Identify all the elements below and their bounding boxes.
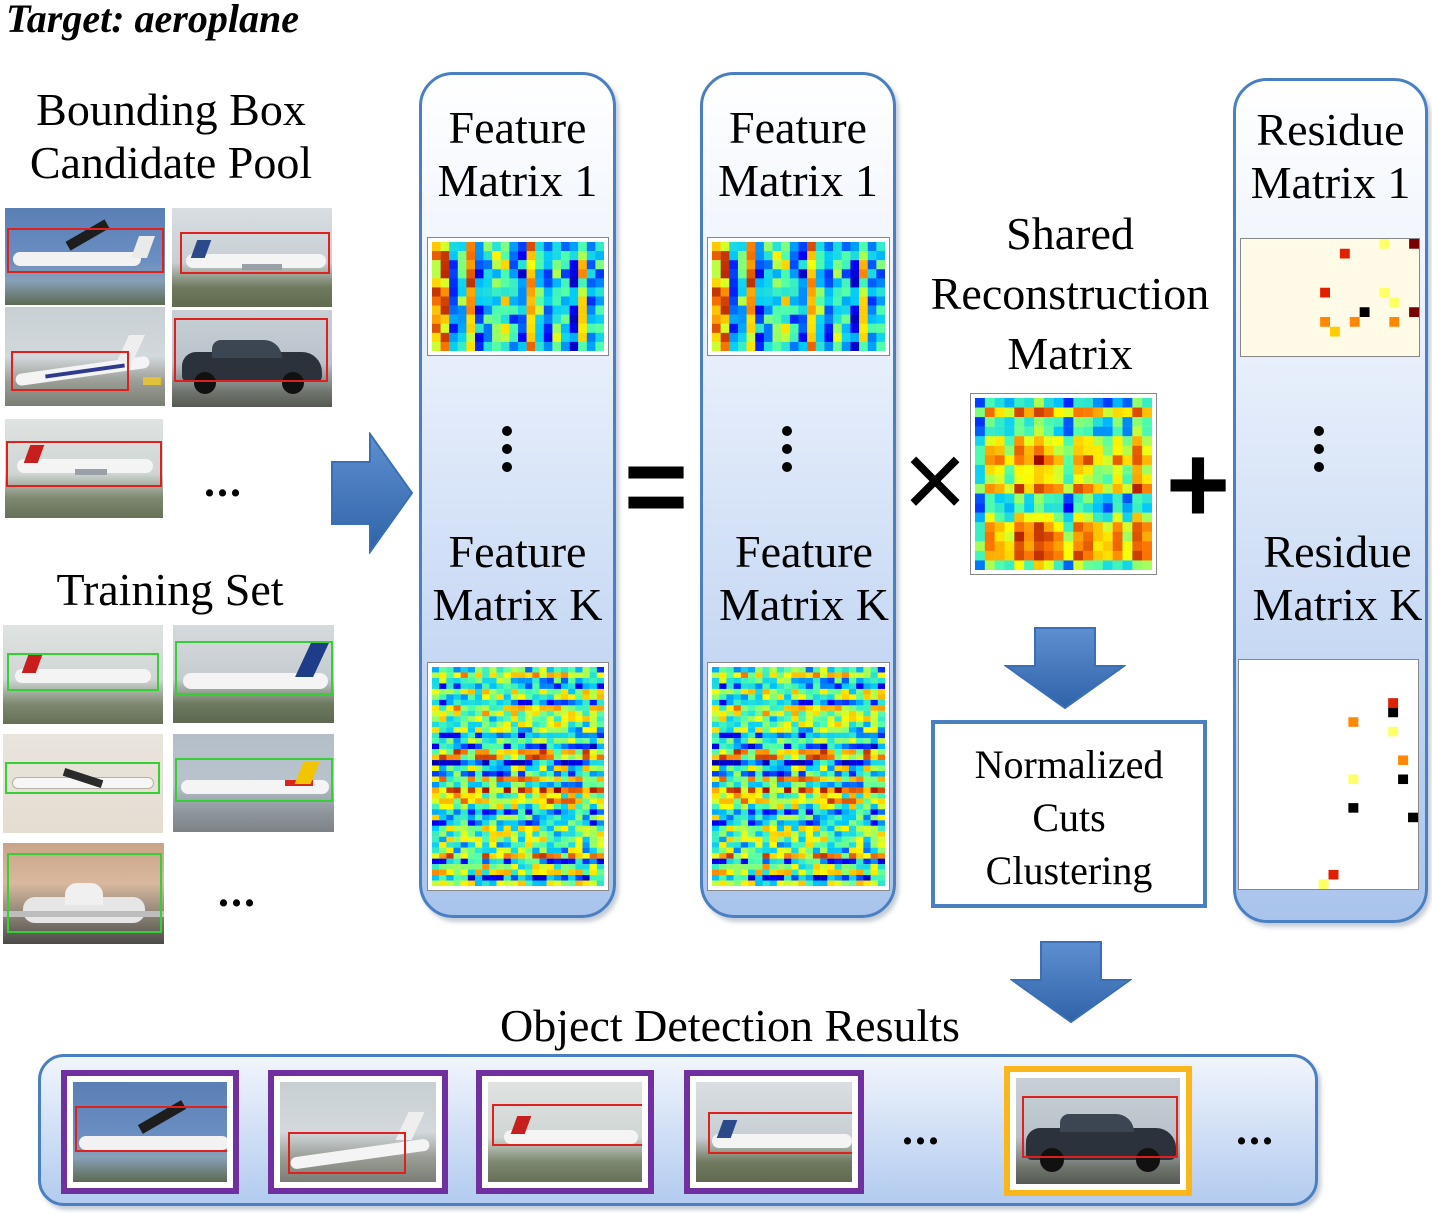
panel-right-top-line2: Matrix 1: [718, 154, 878, 206]
result-item-5-incorrect: [1004, 1066, 1192, 1196]
vertical-ellipsis-icon: [500, 426, 514, 480]
result-item-1: [61, 1070, 239, 1194]
result-image-2: [280, 1082, 436, 1182]
residue-bottom-line1: Residue: [1263, 526, 1412, 577]
residue-bottom-label: Residue Matrix K: [1240, 526, 1432, 632]
arrow-down-icon: [1004, 627, 1126, 710]
residue-top-label: Residue Matrix 1: [1233, 104, 1428, 210]
panel-left-bottom-line1: Feature: [448, 526, 587, 577]
shared-reconstruction-heatmap: [970, 393, 1157, 575]
feature-matrix-k-heatmap: [427, 662, 609, 891]
result-item-4: [684, 1070, 864, 1194]
result-image-1: [73, 1082, 227, 1182]
ncut-line1: Normalized: [974, 742, 1164, 787]
candidate-image-2: [172, 208, 332, 307]
panel-left-top-line2: Matrix 1: [437, 154, 598, 206]
training-image-1: [3, 625, 163, 724]
plus-operator: +: [1165, 423, 1231, 546]
normalized-cuts-label: Normalized Cuts Clustering: [931, 738, 1207, 898]
result-image-5: [1016, 1078, 1180, 1184]
shared-label-line1: Shared: [1006, 208, 1134, 259]
residue-matrix-k-heatmap: [1238, 659, 1419, 890]
equals-operator: =: [623, 425, 689, 548]
candidate-image-5: [5, 419, 163, 518]
candidate-image-4: [172, 310, 332, 407]
candidate-pool-ellipsis: ...: [204, 457, 243, 506]
shared-label-line2: Reconstruction: [930, 267, 1210, 319]
panel-left-bottom-line2: Matrix K: [432, 578, 603, 630]
panel-right-top-line1: Feature: [729, 102, 867, 153]
result-image-4: [696, 1082, 852, 1182]
feature-matrix-k-copy-heatmap: [707, 662, 890, 891]
shared-matrix-label: Shared Reconstruction Matrix: [905, 204, 1235, 383]
training-image-2: [173, 625, 334, 723]
figure-title: Target: aeroplane: [6, 0, 299, 41]
residue-matrix-1-heatmap: [1240, 238, 1420, 357]
result-image-3: [488, 1082, 642, 1182]
ncut-line3: Clustering: [985, 848, 1153, 894]
vertical-ellipsis-icon: [780, 426, 794, 480]
feature-matrix-1-copy-heatmap: [707, 237, 890, 356]
results-ellipsis-1: ...: [902, 1105, 941, 1154]
results-ellipsis-2: ...: [1236, 1105, 1275, 1154]
panel-right-bottom-line2: Matrix K: [719, 578, 889, 630]
times-operator: ×: [902, 419, 968, 542]
arrow-down-icon: [1010, 941, 1132, 1024]
panel-right-bottom-label: Feature Matrix K: [706, 526, 902, 632]
training-image-3: [3, 734, 163, 833]
candidate-pool-label: Bounding Box Candidate Pool: [6, 84, 336, 190]
residue-top-line1: Residue: [1256, 104, 1405, 155]
shared-label-line3: Matrix: [1007, 327, 1133, 379]
panel-left-top-label: Feature Matrix 1: [419, 102, 616, 208]
feature-matrix-1-heatmap: [427, 237, 609, 356]
result-item-2: [268, 1070, 448, 1194]
vertical-ellipsis-icon: [1312, 426, 1326, 480]
panel-left-top-line1: Feature: [448, 102, 587, 153]
residue-bottom-line2: Matrix K: [1252, 578, 1423, 630]
result-item-3: [476, 1070, 654, 1194]
ncut-line2: Cuts: [1032, 795, 1106, 841]
panel-left-bottom-label: Feature Matrix K: [419, 526, 616, 632]
candidate-image-1: [5, 208, 165, 305]
results-label: Object Detection Results: [500, 1000, 960, 1051]
candidate-pool-label-line1: Bounding Box: [36, 84, 306, 135]
residue-top-line2: Matrix 1: [1250, 156, 1411, 208]
candidate-pool-label-line2: Candidate Pool: [29, 136, 313, 188]
training-set-label: Training Set: [56, 564, 284, 615]
training-image-5: [3, 843, 164, 944]
candidate-image-3: [5, 307, 165, 406]
training-set-ellipsis: ...: [218, 867, 257, 916]
arrow-right-icon: [331, 432, 414, 554]
panel-right-bottom-line1: Feature: [735, 526, 873, 577]
normalized-cuts-box: [931, 720, 1207, 908]
training-image-4: [173, 734, 334, 832]
panel-right-top-label: Feature Matrix 1: [700, 102, 896, 208]
